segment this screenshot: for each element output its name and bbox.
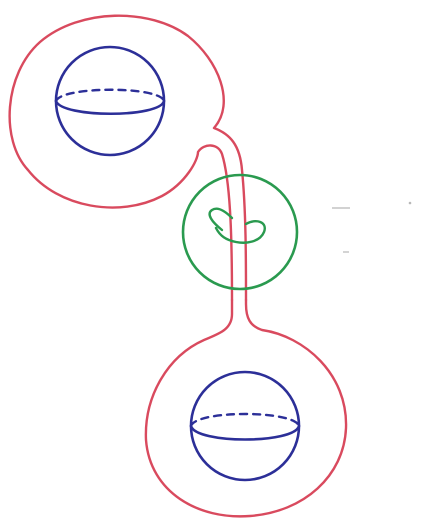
upper-sphere-equator-front [56, 101, 164, 114]
lower-sphere [191, 372, 299, 480]
upper-sphere [56, 47, 164, 155]
lower-sphere-equator-front [191, 426, 299, 440]
lower-sphere-equator-back [191, 414, 299, 426]
faint-marks [332, 202, 411, 252]
upper-sphere-outline [56, 47, 164, 155]
green-meridian-loop-front [216, 221, 265, 243]
upper-body-outline [10, 16, 246, 300]
upper-sphere-equator-back [56, 90, 164, 101]
green-meridian-loop-back [210, 209, 232, 230]
lower-sphere-outline [191, 372, 299, 480]
green-linking-circle [183, 175, 297, 289]
lower-body-outline [146, 300, 346, 516]
